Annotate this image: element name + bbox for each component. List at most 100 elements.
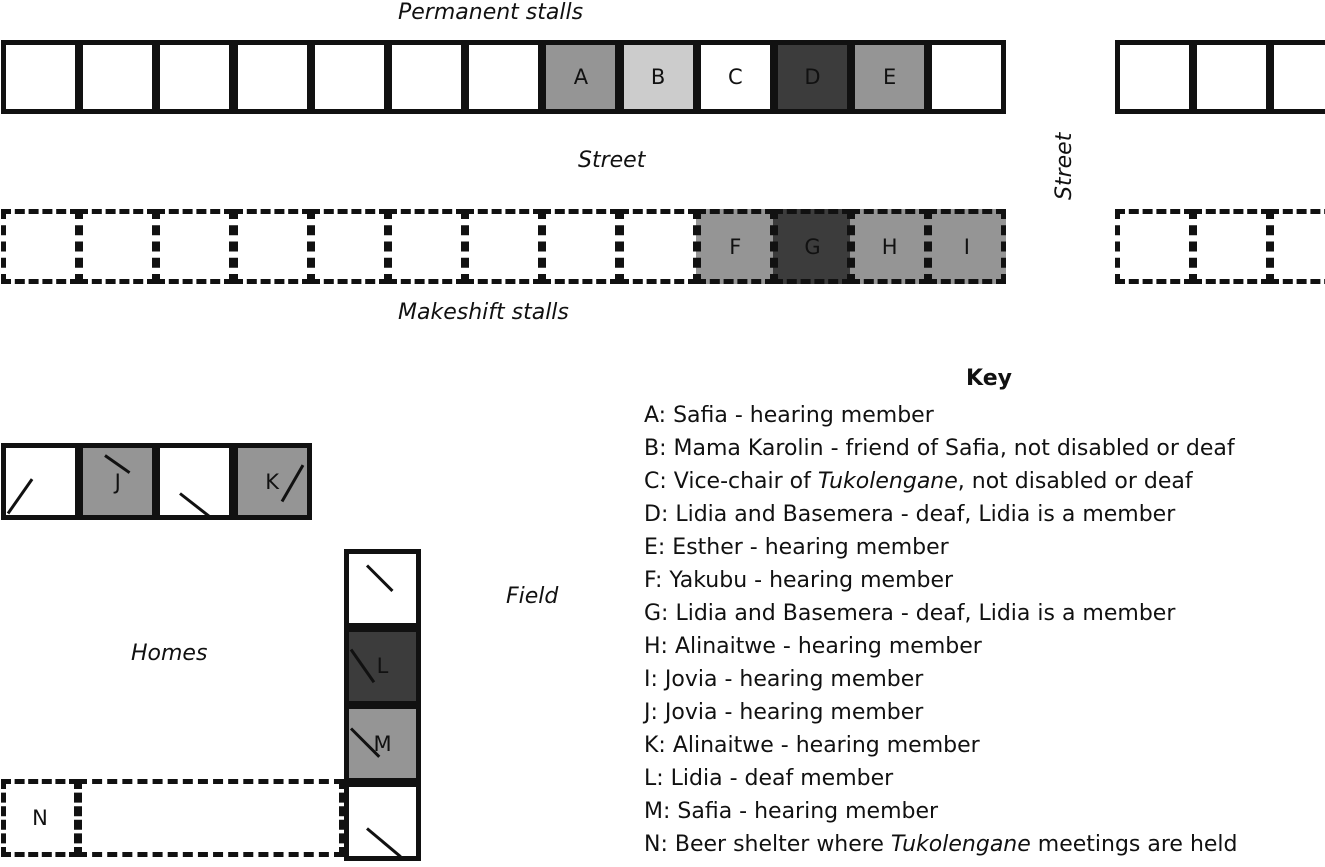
stall-d: D — [773, 40, 852, 114]
stall-empty — [78, 40, 158, 114]
key-item: E: Esther - hearing member — [644, 531, 1314, 564]
stall-empty — [309, 40, 389, 114]
stall-letter: D — [804, 65, 821, 89]
key-item-text: D: Lidia and Basemera - deaf, Lidia is a… — [644, 502, 1176, 527]
key-item: F: Yakubu - hearing member — [644, 564, 1314, 597]
stall-l: L — [344, 626, 421, 706]
makeshift-stalls-label: Makeshift stalls — [398, 300, 569, 325]
stall-letter: G — [804, 234, 821, 259]
stall-g: G — [773, 209, 852, 284]
stall-j: J — [78, 443, 158, 520]
stall-b: B — [618, 40, 698, 114]
stall-k: K — [232, 443, 312, 520]
key-item-text: J: Jovia - hearing member — [644, 700, 924, 725]
stall-empty — [387, 40, 466, 114]
stall-empty — [1192, 209, 1271, 284]
door-mark-icon — [179, 492, 213, 515]
key-item-text: G: Lidia and Basemera - deaf, Lidia is a… — [644, 601, 1176, 626]
door-mark-icon — [280, 464, 304, 503]
stall-empty — [1, 443, 80, 520]
stall-empty — [1, 209, 80, 284]
stall-empty — [1269, 209, 1325, 284]
stall-empty — [1192, 40, 1271, 114]
stall-empty — [1115, 209, 1194, 284]
stall-empty — [541, 209, 621, 284]
stall-a: A — [541, 40, 621, 114]
key-item-text: M: Safia - hearing member — [644, 799, 939, 824]
key-item: I: Jovia - hearing member — [644, 663, 1314, 696]
key-item-italic: Tukolengane — [890, 832, 1031, 857]
key-item-italic: Tukolengane — [817, 469, 958, 494]
stall-c: C — [695, 40, 775, 114]
key-item: J: Jovia - hearing member — [644, 696, 1314, 729]
stall-letter: L — [376, 654, 389, 678]
key-item-text: I: Jovia - hearing member — [644, 667, 924, 692]
stall-empty — [232, 40, 312, 114]
key-item-text: F: Yakubu - hearing member — [644, 568, 954, 593]
key-list: A: Safia - hearing member B: Mama Karolin… — [644, 399, 1314, 861]
homes-label: Homes — [131, 641, 208, 666]
stall-empty — [155, 209, 235, 284]
key-item: B: Mama Karolin - friend of Safia, not d… — [644, 432, 1314, 465]
permanent-stalls-label: Permanent stalls — [398, 0, 584, 25]
street-horizontal-label: Street — [578, 148, 646, 173]
key-item: L: Lidia - deaf member — [644, 762, 1314, 795]
key-item-text: N: Beer shelter where — [644, 832, 891, 857]
street-vertical-label: Street — [1052, 132, 1077, 200]
stall-letter: E — [883, 65, 897, 89]
stall-i: I — [927, 209, 1007, 284]
stall-empty — [464, 209, 544, 284]
stall-letter: K — [265, 469, 279, 494]
stall-empty — [344, 781, 421, 861]
stall-empty — [309, 209, 389, 284]
stall-empty — [927, 40, 1007, 114]
door-mark-icon — [349, 648, 376, 683]
key-item-text: , not disabled or deaf — [957, 469, 1193, 494]
field-label: Field — [506, 584, 559, 609]
stall-f: F — [695, 209, 775, 284]
stall-letter: J — [114, 469, 121, 494]
stall-empty — [344, 549, 421, 628]
stall-letter: F — [729, 234, 742, 259]
key-item-text: K: Alinaitwe - hearing member — [644, 733, 980, 758]
key-item: M: Safia - hearing member — [644, 795, 1314, 828]
stall-letter: N — [32, 806, 48, 830]
key-item: D: Lidia and Basemera - deaf, Lidia is a… — [644, 498, 1314, 531]
stall-empty — [78, 209, 158, 284]
key-item-text: L: Lidia - deaf member — [644, 766, 894, 791]
stall-letter: H — [881, 234, 898, 259]
key-item-text: H: Alinaitwe - hearing member — [644, 634, 982, 659]
key-item: G: Lidia and Basemera - deaf, Lidia is a… — [644, 597, 1314, 630]
key-item: A: Safia - hearing member — [644, 399, 1314, 432]
stall-letter: B — [650, 65, 666, 89]
stall-letter: A — [573, 65, 589, 89]
door-mark-icon — [6, 478, 34, 515]
key-item-text: E: Esther - hearing member — [644, 535, 949, 560]
stall-e: E — [850, 40, 930, 114]
key-item-text: B: Mama Karolin - friend of Safia, not d… — [644, 436, 1235, 461]
stall-empty — [1269, 40, 1325, 114]
door-mark-icon — [365, 564, 394, 593]
stall-m: M — [344, 704, 421, 783]
stall-h: H — [850, 209, 930, 284]
stall-empty — [232, 209, 312, 284]
stall-empty — [618, 209, 698, 284]
key-item: H: Alinaitwe - hearing member — [644, 630, 1314, 663]
key-item-text: C: Vice-chair of — [644, 469, 818, 494]
stall-empty — [1115, 40, 1194, 114]
stall-letter: I — [963, 234, 970, 259]
stall-empty — [155, 443, 235, 520]
key-item: N: Beer shelter where Tukolengane meetin… — [644, 828, 1314, 861]
stall-letter: C — [727, 65, 743, 89]
key-item-text: A: Safia - hearing member — [644, 403, 934, 428]
stall-n: N — [1, 779, 79, 857]
stall-empty — [464, 40, 544, 114]
stall-empty — [387, 209, 466, 284]
key-item-text: meetings are held — [1030, 832, 1238, 857]
key-item: C: Vice-chair of Tukolengane, not disabl… — [644, 465, 1314, 498]
door-mark-icon — [366, 826, 402, 856]
key-item: K: Alinaitwe - hearing member — [644, 729, 1314, 762]
stall-letter: M — [373, 731, 392, 756]
stall-empty — [77, 779, 344, 857]
